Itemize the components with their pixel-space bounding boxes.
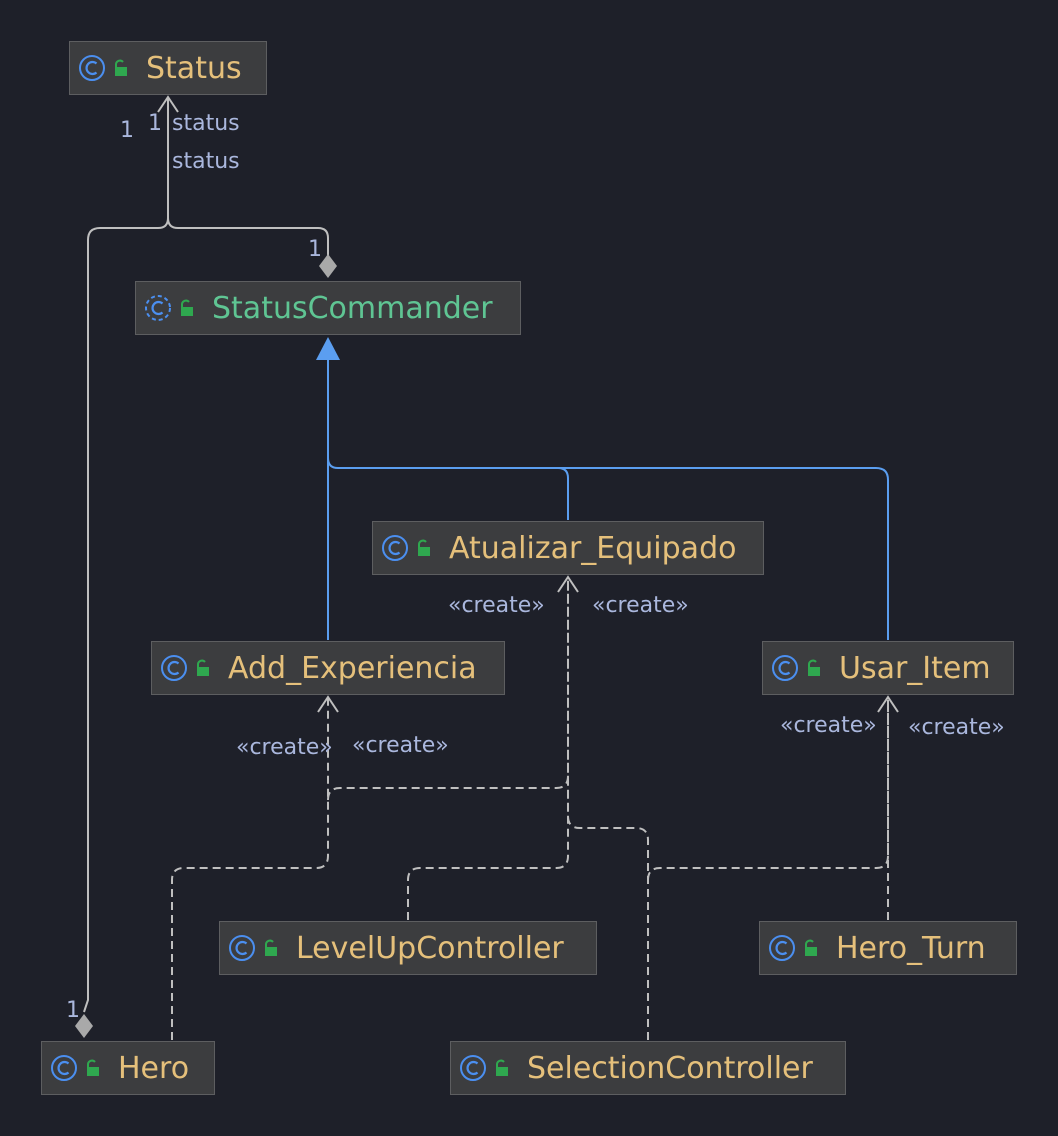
inheritance-arrowhead — [316, 337, 340, 360]
create-label-addexp-left: «create» — [236, 735, 333, 760]
class-hero[interactable]: Hero — [41, 1041, 215, 1095]
class-usar-item[interactable]: Usar_Item — [762, 641, 1014, 695]
class-name: SelectionController — [527, 1050, 813, 1086]
commander-status-role: status — [172, 111, 240, 136]
edge-commander-status — [167, 98, 329, 256]
create-label-atualizar-left: «create» — [448, 593, 545, 618]
class-c-icon — [769, 935, 795, 961]
hero-status-multiplicity: 1 — [120, 118, 134, 143]
class-name: Hero_Turn — [836, 930, 986, 966]
create-label-addexp-right: «create» — [352, 733, 449, 758]
class-atualizar-equipado[interactable]: Atualizar_Equipado — [372, 521, 764, 575]
public-lock-icon — [181, 299, 193, 316]
class-name: StatusCommander — [212, 290, 493, 326]
public-lock-icon — [808, 659, 820, 676]
class-c-icon — [161, 655, 187, 681]
class-c-icon — [79, 55, 105, 81]
edge-hero-status — [83, 98, 169, 1013]
addexp-dependency-arrowhead — [317, 695, 339, 713]
class-c-icon — [772, 655, 798, 681]
usaritem-dependency-arrowhead — [877, 695, 899, 713]
create-label-usaritem-right: «create» — [908, 715, 1005, 740]
class-name: Status — [146, 50, 242, 86]
edge-levelup-atualizar — [407, 578, 569, 920]
class-level-up-controller[interactable]: LevelUpController — [219, 921, 597, 975]
public-lock-icon — [265, 939, 277, 956]
class-selection-controller[interactable]: SelectionController — [450, 1041, 846, 1095]
class-status-commander[interactable]: StatusCommander — [135, 281, 521, 335]
edge-usaritem-inherits — [338, 467, 889, 640]
hero-end-multiplicity: 1 — [66, 998, 80, 1023]
public-lock-icon — [418, 539, 430, 556]
commander-composition-diamond — [319, 254, 337, 278]
create-label-usaritem-left: «create» — [780, 713, 877, 738]
class-status[interactable]: Status — [69, 41, 267, 95]
hero-status-role: status — [172, 149, 240, 174]
class-c-icon — [460, 1055, 486, 1081]
commander-status-multiplicity: 1 — [148, 111, 162, 136]
edge-selection-atualizar — [567, 578, 649, 1040]
commander-end-multiplicity: 1 — [308, 237, 322, 262]
class-c-icon — [229, 935, 255, 961]
class-c-icon — [51, 1055, 77, 1081]
public-lock-icon — [805, 939, 817, 956]
class-add-experiencia[interactable]: Add_Experiencia — [151, 641, 505, 695]
class-name: Usar_Item — [839, 650, 991, 686]
class-name: Hero — [118, 1050, 190, 1086]
class-name: Atualizar_Equipado — [449, 530, 737, 566]
public-lock-icon — [197, 659, 209, 676]
public-lock-icon — [115, 59, 127, 76]
create-label-atualizar-right: «create» — [592, 593, 689, 618]
edge-status-arrowhead — [157, 95, 179, 113]
edge-hero-addexp — [171, 698, 329, 1040]
class-hero-turn[interactable]: Hero_Turn — [759, 921, 1017, 975]
public-lock-icon — [87, 1059, 99, 1076]
hero-composition-diamond — [75, 1014, 93, 1038]
abstract-class-c-icon — [145, 295, 171, 321]
class-name: LevelUpController — [296, 930, 564, 966]
atualizar-dependency-arrowhead — [557, 575, 579, 593]
class-c-icon — [382, 535, 408, 561]
public-lock-icon — [496, 1059, 508, 1076]
class-name: Add_Experiencia — [228, 650, 477, 686]
